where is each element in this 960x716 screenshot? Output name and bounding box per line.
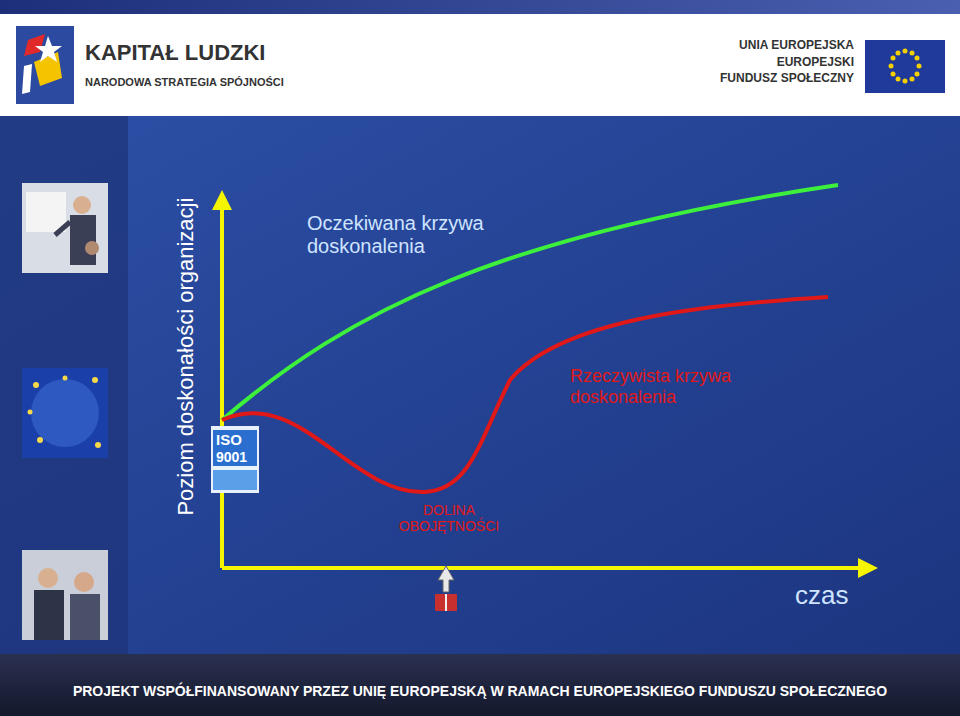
iso-book <box>211 426 259 493</box>
curve-label: Oczekiwana krzywa doskonalenia <box>307 212 522 258</box>
footer-band <box>0 654 960 716</box>
eu-line: FUNDUSZ SPOŁECZNY <box>720 72 854 86</box>
book-text: ISO <box>216 431 242 448</box>
photo-column <box>0 116 128 654</box>
actual-curve <box>222 297 828 492</box>
valley-label: DOLINA OBOJĘTNOŚCI <box>388 502 510 534</box>
photo-presenter <box>22 183 108 273</box>
curve-label: Rzeczywista krzywa doskonalenia <box>570 366 785 407</box>
eu-line: EUROPEJSKI <box>777 56 854 70</box>
kapital-logo <box>16 26 74 104</box>
logo-title: KAPITAŁ LUDZKI <box>85 40 265 65</box>
logo-subtitle: NARODOWA STRATEGIA SPÓJNOŚCI <box>85 76 284 89</box>
photo-eu-stars <box>22 368 108 458</box>
header-band <box>0 14 960 116</box>
eu-flag <box>865 40 945 93</box>
x-axis-title: czas <box>795 581 848 611</box>
top-stripe <box>0 0 960 14</box>
footer-text: PROJEKT WSPÓŁFINANSOWANY PRZEZ UNIĘ EURO… <box>73 683 887 699</box>
photo-business-people <box>22 550 108 640</box>
y-axis-title: Poziom doskonałości organizacji <box>173 198 198 516</box>
eu-title: UNIA EUROPEJSKA <box>739 39 854 53</box>
main-panel <box>0 116 960 654</box>
book-text: 9001 <box>216 449 247 465</box>
time-marker-icon <box>435 566 457 611</box>
